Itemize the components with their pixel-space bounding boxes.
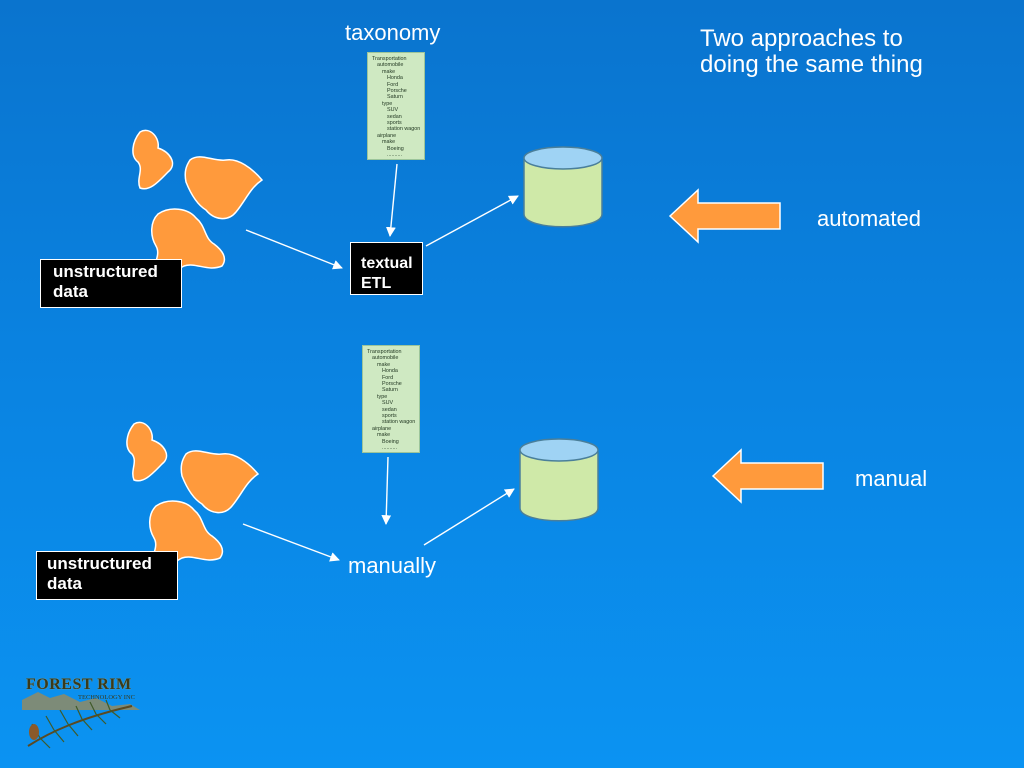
forest-rim-logo: FOREST RIM TECHNOLOGY INC (20, 672, 150, 752)
headline: Two approaches to doing the same thing (700, 26, 923, 78)
logo-subtitle: TECHNOLOGY INC (78, 694, 135, 701)
taxonomy-line: Boeing (382, 438, 399, 445)
arrow-data-to-etl (245, 229, 343, 270)
taxonomy-line: automobile (372, 355, 399, 362)
taxonomy-line: airplane (377, 132, 397, 139)
taxonomy-line: Honda (387, 75, 403, 82)
taxonomy-line: sedan (382, 406, 397, 413)
headline-line-2: doing the same thing (700, 51, 923, 78)
box-line-2: data (47, 574, 82, 593)
taxonomy-label: taxonomy (345, 20, 441, 45)
taxonomy-line: type (382, 100, 393, 107)
automated-label: automated (817, 206, 921, 231)
blob-shape (180, 450, 260, 514)
textual-etl-box: textual ETL (350, 242, 423, 295)
taxonomy-line: Ford (387, 81, 399, 88)
taxonomy-line: Transportation (372, 56, 407, 62)
manually-label: manually (348, 553, 437, 578)
taxonomy-line: Boeing (387, 145, 404, 152)
taxonomy-line: make (377, 361, 391, 368)
box-line-1: unstructured (47, 554, 152, 573)
blob-shape (132, 129, 174, 190)
arrow-taxonomy-to-manually (381, 456, 392, 525)
taxonomy-line: airplane (372, 425, 392, 432)
taxonomy-line: make (382, 68, 396, 75)
pine-branch-icon (22, 692, 140, 749)
box-line-1: unstructured (53, 262, 158, 281)
taxonomy-line: Honda (382, 368, 398, 375)
taxonomy-line: Transportation (367, 349, 402, 355)
taxonomy-line: Porsche (387, 88, 407, 95)
taxonomy-line: Ford (382, 374, 394, 381)
unstructured-data-box-top: unstructured data (40, 259, 182, 308)
taxonomy-line: make (377, 432, 391, 439)
taxonomy-line: .......... (382, 445, 397, 452)
arrow-taxonomy-to-etl (385, 163, 398, 237)
arrow-data-to-manually (242, 523, 340, 562)
box-line-1: textual (361, 255, 413, 272)
taxonomy-line: station wagon (387, 126, 421, 133)
box-line-2: ETL (361, 275, 392, 292)
taxonomy-line: Saturn (382, 387, 398, 394)
taxonomy-line: sedan (387, 113, 402, 120)
unstructured-data-box-bottom: unstructured data (36, 551, 178, 600)
taxonomy-line: .......... (387, 152, 402, 159)
blob-shape (126, 421, 168, 482)
blob-shape (184, 156, 264, 220)
arrow-manually-to-database (423, 488, 515, 546)
database-cylinder-top (523, 146, 603, 228)
taxonomy-line: sports (382, 413, 397, 420)
left-arrow-manual (711, 448, 824, 504)
taxonomy-line: automobile (377, 62, 404, 69)
database-cylinder-bottom (519, 438, 599, 522)
taxonomy-line: make (382, 139, 396, 146)
manual-label: manual (855, 466, 928, 491)
taxonomy-line: sports (387, 120, 402, 127)
taxonomy-line: Saturn (387, 94, 403, 101)
logo-name: FOREST RIM (26, 676, 132, 693)
taxonomy-line: Porsche (382, 381, 402, 388)
taxonomy-line: SUV (382, 400, 394, 407)
left-arrow-automated (668, 188, 781, 244)
taxonomy-line: SUV (387, 107, 399, 114)
box-line-2: data (53, 282, 88, 301)
arrow-etl-to-database (425, 195, 519, 247)
taxonomy-line: type (377, 393, 388, 400)
taxonomy-line: station wagon (382, 419, 416, 426)
headline-line-1: Two approaches to (700, 25, 903, 52)
